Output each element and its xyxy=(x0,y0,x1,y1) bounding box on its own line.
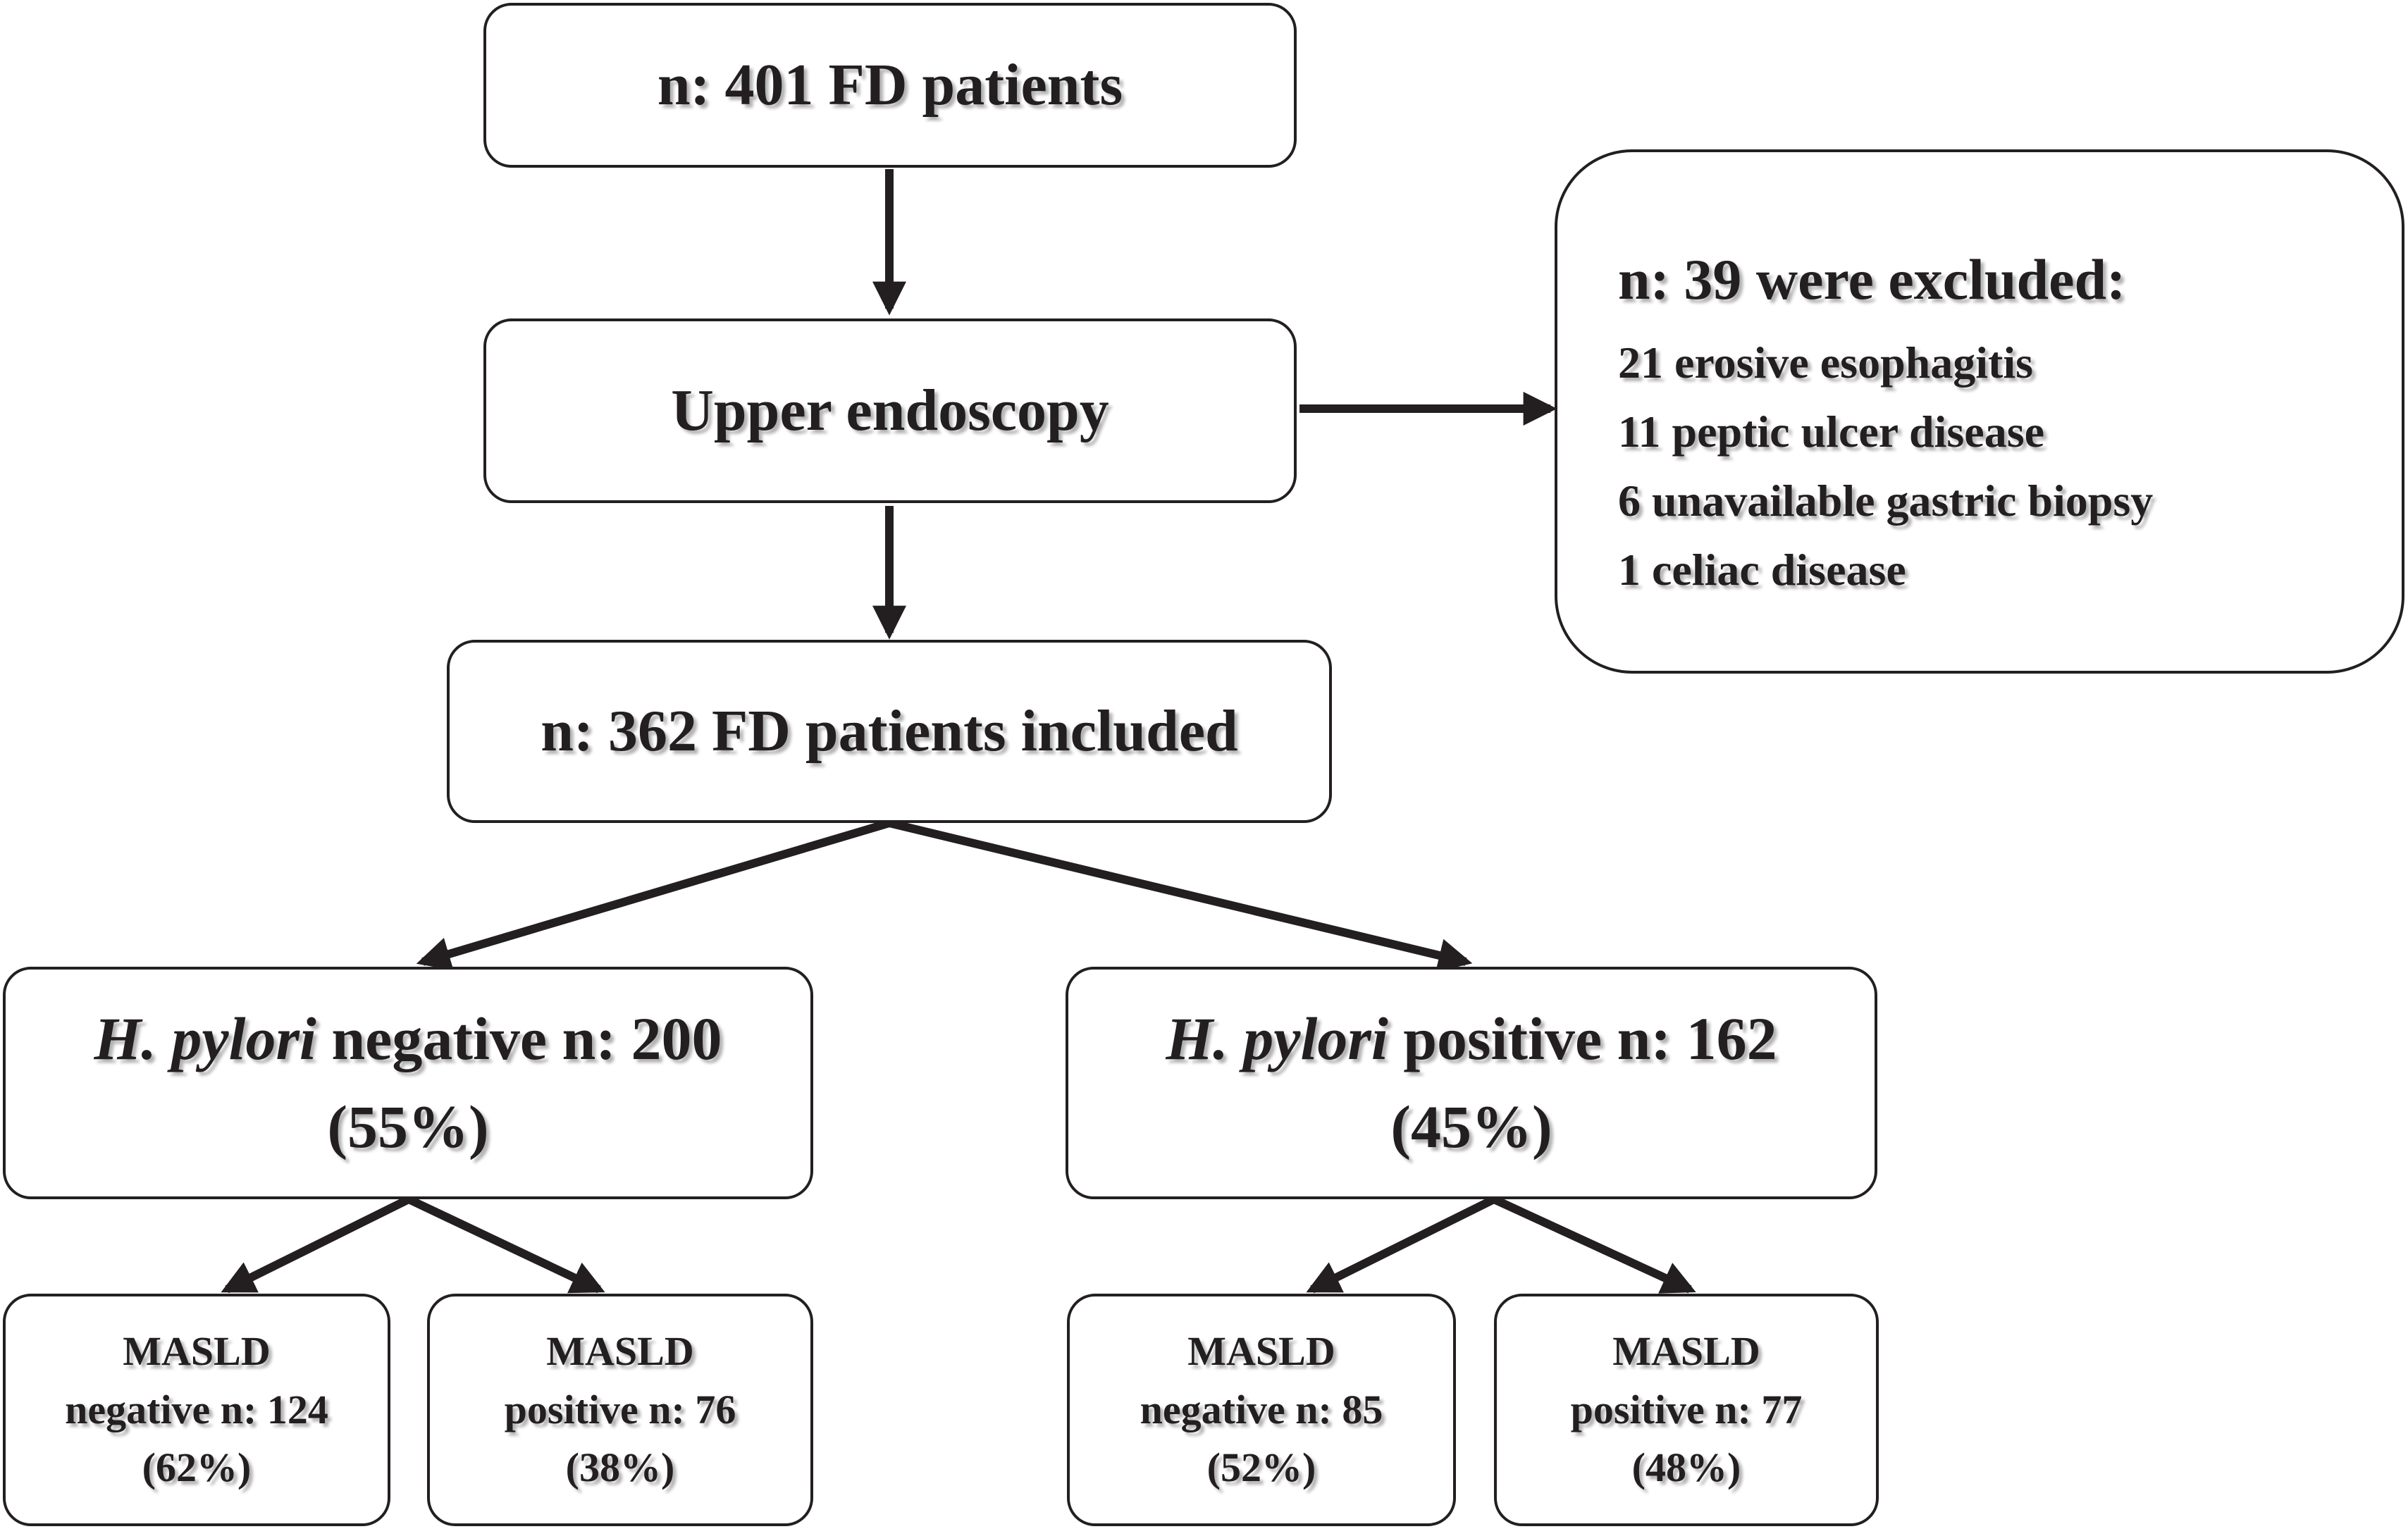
arrow-included-to-hp-negative xyxy=(416,819,891,971)
masld-title: MASLD xyxy=(1187,1328,1335,1375)
hp-negative-pct: (55%) xyxy=(327,1093,489,1160)
arrow-included-to-hp-positive xyxy=(888,819,1473,972)
excluded-item: 1 celiac disease xyxy=(1618,545,1906,595)
included-box: n: 362 FD patients included xyxy=(447,640,1332,823)
masld-title: MASLD xyxy=(1612,1328,1760,1375)
endoscopy-label: Upper endoscopy xyxy=(671,377,1109,443)
hp-positive-line: H. pylori positive n: 162 xyxy=(1166,995,1777,1083)
masld-title: MASLD xyxy=(123,1328,271,1375)
hp-negative-species: H. pylori xyxy=(94,1005,316,1073)
masld-title: MASLD xyxy=(546,1328,694,1375)
start-box: n: 401 FD patients xyxy=(483,3,1297,168)
hp-positive-box: H. pylori positive n: 162 (45%) xyxy=(1066,967,1877,1199)
masld-label: positive n: 76 xyxy=(504,1386,736,1432)
masld-box: MASLD negative n: 85 (52%) xyxy=(1067,1294,1456,1526)
masld-pct: (38%) xyxy=(565,1444,675,1491)
masld-box: MASLD positive n: 77 (48%) xyxy=(1494,1294,1879,1526)
excluded-box: n: 39 were excluded: 21 erosive esophagi… xyxy=(1555,149,2404,674)
arrow-hp-negative-to-masld-positive xyxy=(407,1195,605,1294)
included-label: n: 362 FD patients included xyxy=(541,698,1238,764)
masld-label: positive n: 77 xyxy=(1570,1386,1803,1432)
start-label: n: 401 FD patients xyxy=(657,51,1123,118)
masld-pct: (62%) xyxy=(142,1444,252,1491)
masld-box: MASLD positive n: 76 (38%) xyxy=(427,1294,813,1526)
masld-pct: (48%) xyxy=(1631,1444,1741,1491)
arrow-hp-positive-to-masld-positive xyxy=(1492,1195,1696,1294)
arrow-hp-positive-to-masld-negative xyxy=(1306,1195,1496,1294)
arrow-hp-negative-to-masld-negative xyxy=(221,1195,411,1294)
endoscopy-box: Upper endoscopy xyxy=(483,318,1297,503)
masld-label: negative n: 85 xyxy=(1140,1386,1383,1432)
hp-negative-box: H. pylori negative n: 200 (55%) xyxy=(3,967,813,1199)
excluded-item: 11 peptic ulcer disease xyxy=(1618,407,2044,457)
excluded-title: n: 39 were excluded: xyxy=(1618,247,2126,311)
masld-pct: (52%) xyxy=(1206,1444,1316,1491)
excluded-item: 21 erosive esophagitis xyxy=(1618,338,2034,388)
masld-box: MASLD negative n: 124 (62%) xyxy=(3,1294,390,1526)
hp-positive-label: positive n: 162 xyxy=(1403,1005,1777,1073)
hp-negative-line: H. pylori negative n: 200 xyxy=(94,995,722,1083)
hp-positive-pct: (45%) xyxy=(1390,1093,1552,1160)
hp-positive-species: H. pylori xyxy=(1166,1005,1388,1073)
excluded-item: 6 unavailable gastric biopsy xyxy=(1618,476,2154,526)
hp-negative-label: negative n: 200 xyxy=(331,1005,722,1073)
masld-label: negative n: 124 xyxy=(65,1386,328,1432)
